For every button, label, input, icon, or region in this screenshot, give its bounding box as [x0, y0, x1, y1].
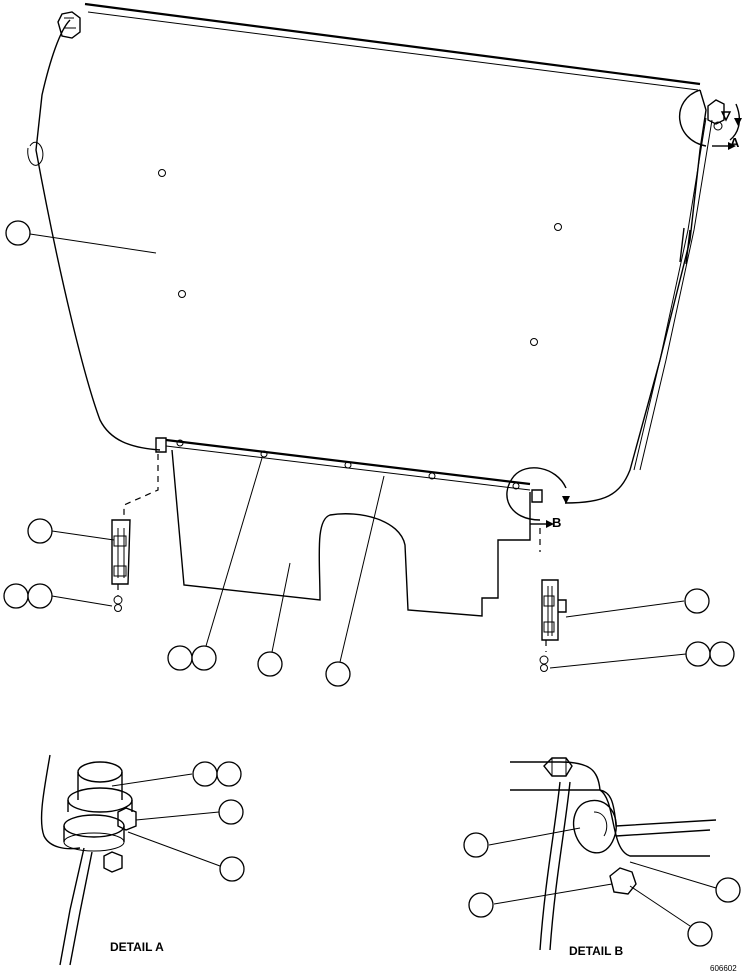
left-bracket — [111, 454, 159, 612]
callout-balloon — [167, 645, 193, 671]
detail-a-marker: A — [730, 135, 740, 150]
callout-balloon — [218, 799, 244, 825]
detail-a-callout: A — [678, 89, 742, 150]
callout-balloon — [468, 892, 494, 918]
detail-b-callout: B — [506, 467, 570, 530]
lower-skirt-panel — [155, 437, 543, 617]
callout-balloon — [257, 651, 283, 677]
callout-balloon — [219, 856, 245, 882]
callout-balloon — [192, 761, 218, 787]
callout-balloon — [5, 220, 31, 246]
callout-balloon — [687, 921, 713, 947]
figure-number: 606602 — [710, 964, 737, 973]
callout-balloon — [684, 588, 710, 614]
main-panel — [27, 2, 713, 504]
callout-balloon — [685, 641, 711, 667]
detail-a-view: DETAIL A — [40, 754, 245, 966]
callout-balloon — [463, 832, 489, 858]
detail-b-caption: DETAIL B — [569, 944, 624, 958]
callout-balloon — [27, 518, 53, 544]
callout-balloon — [709, 641, 735, 667]
callout-balloon — [191, 645, 217, 671]
callout-balloon — [325, 661, 351, 687]
callout-balloons-main — [3, 220, 735, 687]
detail-b-view: DETAIL B — [463, 757, 741, 958]
right-bracket — [539, 528, 567, 672]
callout-balloon — [715, 877, 741, 903]
bolt-head — [178, 290, 186, 298]
detail-b-marker: B — [552, 515, 561, 530]
detail-a-caption: DETAIL A — [110, 940, 164, 954]
bolt-head — [530, 338, 538, 346]
bolt-head — [554, 223, 562, 231]
callout-balloon — [216, 761, 242, 787]
callout-balloon — [27, 583, 53, 609]
callout-balloon — [3, 583, 29, 609]
bolt-head — [158, 169, 166, 177]
